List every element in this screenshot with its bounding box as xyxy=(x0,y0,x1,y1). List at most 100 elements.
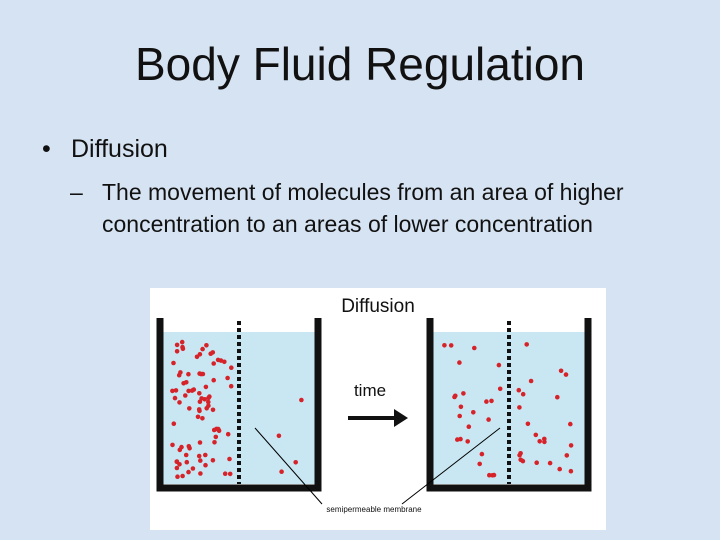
definition-text: The movement of molecules from an area o… xyxy=(70,176,630,240)
bullet-marker: • xyxy=(42,134,71,165)
left-high-concentration-particle xyxy=(225,376,230,381)
right-side-a-particle xyxy=(467,424,472,429)
sub-bullet-dash: – xyxy=(70,176,83,208)
right-side-b-particle xyxy=(517,405,522,410)
left-high-concentration-particle xyxy=(184,453,189,458)
left-low-concentration-particle xyxy=(293,460,298,465)
left-high-concentration-particle xyxy=(198,440,203,445)
right-side-a-particle xyxy=(449,343,454,348)
right-side-a-particle xyxy=(453,394,458,399)
right-side-b-particle xyxy=(548,461,553,466)
right-side-b-particle xyxy=(565,453,570,458)
right-side-b-particle xyxy=(524,342,529,347)
left-low-concentration-particle xyxy=(299,398,304,403)
left-high-concentration-particle xyxy=(170,443,175,448)
left-high-concentration-particle xyxy=(227,457,232,462)
right-side-a-particle xyxy=(490,473,495,478)
left-high-concentration-particle xyxy=(196,415,201,420)
right-side-b-particle xyxy=(526,422,531,427)
left-low-concentration-particle xyxy=(277,434,282,439)
time-label: time xyxy=(354,381,386,400)
right-side-a-particle xyxy=(484,399,489,404)
left-high-concentration-particle xyxy=(219,358,224,363)
left-high-concentration-particle xyxy=(200,416,205,421)
left-high-concentration-particle xyxy=(203,453,208,458)
left-high-concentration-particle xyxy=(211,361,216,366)
time-arrow-head xyxy=(394,409,408,427)
left-high-concentration-particle xyxy=(207,394,212,399)
left-high-concentration-particle xyxy=(174,388,179,393)
right-side-a-particle xyxy=(465,439,470,444)
right-side-a-particle xyxy=(457,414,462,419)
left-high-concentration-particle xyxy=(180,474,185,479)
diagram-title: Diffusion xyxy=(341,296,415,317)
left-high-concentration-particle xyxy=(229,365,234,370)
right-side-b-particle xyxy=(542,437,547,442)
right-side-b-particle xyxy=(555,395,560,400)
left-high-concentration-particle xyxy=(211,458,216,463)
left-high-concentration-particle xyxy=(198,458,203,463)
left-high-concentration-particle xyxy=(177,400,182,405)
right-side-b-particle xyxy=(534,460,539,465)
left-high-concentration-particle xyxy=(197,454,202,459)
left-high-concentration-particle xyxy=(214,427,219,432)
right-side-a-particle xyxy=(442,343,447,348)
right-side-a-particle xyxy=(457,360,462,365)
left-high-concentration-particle xyxy=(214,435,219,440)
left-high-concentration-particle xyxy=(191,466,196,471)
left-high-concentration-particle xyxy=(186,389,191,394)
left-high-concentration-particle xyxy=(208,351,213,356)
right-side-b-particle xyxy=(559,369,564,374)
left-high-concentration-particle xyxy=(186,470,191,475)
left-low-concentration-particle xyxy=(279,469,284,474)
right-side-a-particle xyxy=(497,363,502,368)
membrane-label: semipermeable membrane xyxy=(326,505,422,514)
right-side-a-particle xyxy=(480,452,485,457)
left-high-concentration-particle xyxy=(199,372,204,377)
right-side-b-particle xyxy=(568,422,573,427)
right-side-b-particle xyxy=(534,433,539,438)
right-side-a-particle xyxy=(477,462,482,467)
left-high-concentration-particle xyxy=(181,381,186,386)
left-high-concentration-particle xyxy=(195,355,200,360)
left-high-concentration-particle xyxy=(202,397,207,402)
bullet-label: Diffusion xyxy=(71,135,168,163)
diffusion-diagram-svg: Diffusion time semipermeable membrane xyxy=(150,288,606,530)
right-side-b-particle xyxy=(537,439,542,444)
left-high-concentration-particle xyxy=(171,361,176,366)
diffusion-diagram: Diffusion time semipermeable membrane xyxy=(150,288,606,530)
right-side-a-particle xyxy=(455,437,460,442)
left-high-concentration-particle xyxy=(226,432,231,437)
right-side-b-particle xyxy=(529,379,534,384)
left-high-concentration-particle xyxy=(228,472,233,477)
right-side-a-particle xyxy=(459,405,464,410)
left-high-concentration-particle xyxy=(204,343,209,348)
right-side-b-particle xyxy=(557,467,562,472)
left-high-concentration-particle xyxy=(229,384,234,389)
right-side-a-particle xyxy=(461,391,466,396)
left-high-concentration-particle xyxy=(175,349,180,354)
left-high-concentration-particle xyxy=(185,460,190,465)
left-high-concentration-particle xyxy=(175,474,180,479)
slide-title: Body Fluid Regulation xyxy=(0,38,720,91)
right-side-b-particle xyxy=(569,469,574,474)
right-side-b-particle xyxy=(521,392,526,397)
left-high-concentration-particle xyxy=(177,462,182,467)
left-high-concentration-particle xyxy=(175,466,180,471)
left-high-concentration-particle xyxy=(183,393,188,398)
left-high-concentration-particle xyxy=(173,396,178,401)
right-side-b-particle xyxy=(564,372,569,377)
right-side-a-particle xyxy=(486,417,491,422)
left-high-concentration-particle xyxy=(223,471,228,476)
right-side-a-particle xyxy=(472,346,477,351)
left-high-concentration-particle xyxy=(197,391,202,396)
right-side-a-particle xyxy=(471,410,476,415)
left-high-concentration-particle xyxy=(178,370,183,375)
right-side-b-particle xyxy=(569,443,574,448)
left-high-concentration-particle xyxy=(197,407,202,412)
left-high-concentration-particle xyxy=(186,372,191,377)
left-high-concentration-particle xyxy=(204,385,209,390)
left-high-concentration-particle xyxy=(172,421,177,426)
right-side-a-particle xyxy=(489,399,494,404)
bullet-item-diffusion: •Diffusion xyxy=(42,134,168,165)
